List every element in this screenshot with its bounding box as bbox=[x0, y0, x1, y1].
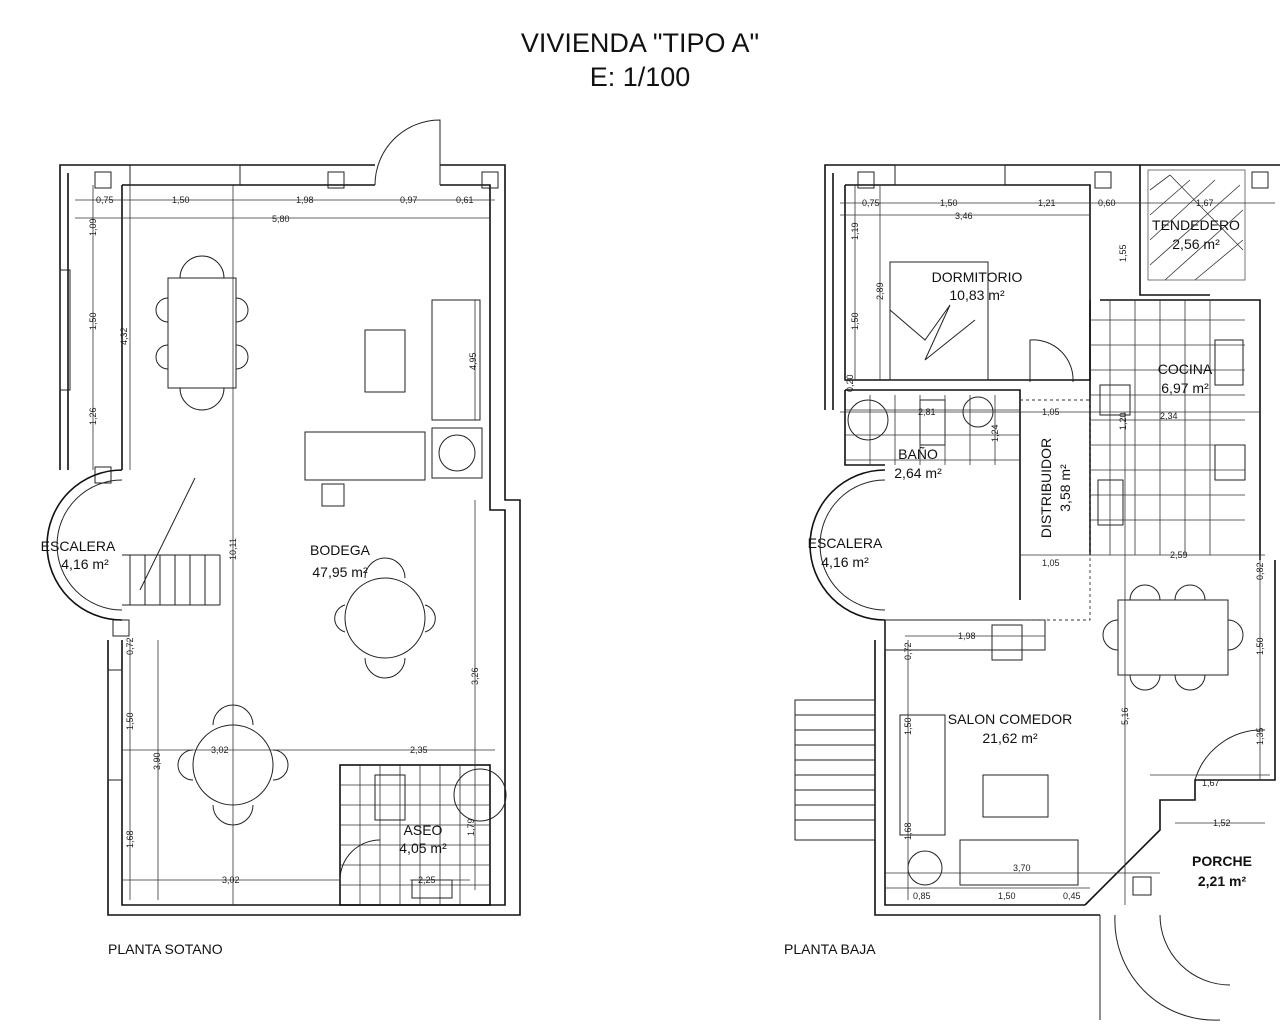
dimension-label: 2,89 bbox=[875, 282, 885, 300]
dimension-label: 0,75 bbox=[96, 195, 114, 205]
dimension-label: 5,16 bbox=[1120, 707, 1130, 725]
room-name: TENDEDERO bbox=[1152, 217, 1240, 233]
room-name: PORCHE bbox=[1192, 853, 1252, 869]
dimension-label: 0,97 bbox=[400, 195, 418, 205]
dimension-label: 5,80 bbox=[272, 214, 290, 224]
dimension-label: 3,26 bbox=[470, 667, 480, 685]
room-area: 2,64 m² bbox=[894, 465, 942, 481]
dimension-labels: 0,75 1,50 1,21 0,60 1,67 3,46 1,19 1,55 … bbox=[845, 198, 1265, 901]
dimension-label: 1,50 bbox=[172, 195, 190, 205]
dimension-label: 10,11 bbox=[228, 538, 238, 560]
room-name: DORMITORIO bbox=[932, 269, 1023, 285]
room-area: 4,16 m² bbox=[821, 554, 869, 570]
dimension-label: 1,50 bbox=[903, 717, 913, 735]
dimension-label: 1,79 bbox=[466, 818, 476, 836]
room-name: COCINA bbox=[1158, 361, 1213, 377]
dimension-label: 2,35 bbox=[410, 745, 428, 755]
room-labels: DORMITORIO 10,83 m² TENDEDERO 2,56 m² CO… bbox=[808, 217, 1252, 889]
dimension-label: 1,98 bbox=[296, 195, 314, 205]
dimension-label: 0,45 bbox=[1063, 891, 1081, 901]
dimension-label: 4,95 bbox=[468, 352, 478, 370]
dimension-label: 1,24 bbox=[990, 424, 1000, 442]
room-name: ESCALERA bbox=[808, 535, 883, 551]
dimension-label: 3,02 bbox=[211, 745, 229, 755]
plan-label-baja: PLANTA BAJA bbox=[784, 941, 876, 957]
staircase bbox=[46, 469, 221, 621]
dimension-label: 1,20 bbox=[1118, 412, 1128, 430]
dimension-label: 4,32 bbox=[119, 327, 129, 345]
dimension-label: 0,60 bbox=[1098, 198, 1116, 208]
dimension-label: 1,35 bbox=[1255, 727, 1265, 745]
room-area: 2,56 m² bbox=[1172, 236, 1220, 252]
dimension-label: 2,59 bbox=[1170, 550, 1188, 560]
dimension-label: 1,68 bbox=[125, 830, 135, 848]
dimension-label: 1,55 bbox=[1118, 244, 1128, 262]
walls bbox=[59, 119, 521, 916]
dimension-labels: 0,75 1,50 1,98 0,97 0,61 5,80 1,09 1,50 … bbox=[88, 195, 480, 885]
dimension-label: 3,70 bbox=[1013, 863, 1031, 873]
furniture bbox=[845, 261, 1266, 1021]
distribuidor-outline bbox=[1020, 399, 1091, 621]
room-name: DISTRIBUIDOR bbox=[1038, 438, 1054, 538]
room-area: 4,16 m² bbox=[61, 556, 109, 572]
room-name: ASEO bbox=[404, 822, 443, 838]
dimension-label: 1,19 bbox=[850, 222, 860, 240]
plan-sotano: 0,75 1,50 1,98 0,97 0,61 5,80 1,09 1,50 … bbox=[41, 119, 521, 916]
dimension-label: 1,50 bbox=[998, 891, 1016, 901]
room-labels: BODEGA 47,95 m² ESCALERA 4,16 m² ASEO 4,… bbox=[41, 538, 447, 856]
dimension-label: 0,20 bbox=[845, 374, 855, 392]
room-area: 4,05 m² bbox=[399, 840, 447, 856]
dimension-label: 1,05 bbox=[1042, 407, 1060, 417]
room-area: 47,95 m² bbox=[312, 564, 368, 580]
dimension-label: 1,50 bbox=[1255, 637, 1265, 655]
furniture bbox=[155, 255, 483, 826]
dimension-label: 1,50 bbox=[125, 712, 135, 730]
dimension-label: 1,98 bbox=[958, 631, 976, 641]
dimension-label: 1,67 bbox=[1196, 198, 1214, 208]
dimension-label: 3,90 bbox=[152, 752, 162, 770]
drawing-scale: E: 1/100 bbox=[589, 62, 691, 92]
dimension-label: 0,61 bbox=[456, 195, 474, 205]
dimension-lines bbox=[75, 185, 495, 905]
dimension-label: 1,50 bbox=[850, 312, 860, 330]
room-area: 2,21 m² bbox=[1198, 873, 1247, 889]
drawing-title: VIVIENDA "TIPO A" bbox=[520, 28, 760, 58]
dimension-label: 1,50 bbox=[940, 198, 958, 208]
dimension-label: 1,26 bbox=[88, 407, 98, 425]
dimension-label: 2,25 bbox=[418, 875, 436, 885]
room-area: 21,62 m² bbox=[982, 730, 1038, 746]
dimension-label: 1,67 bbox=[1202, 778, 1220, 788]
dimension-label: 1,50 bbox=[88, 312, 98, 330]
dimension-lines bbox=[840, 185, 1275, 905]
dimension-label: 3,46 bbox=[955, 211, 973, 221]
room-name: ESCALERA bbox=[41, 538, 116, 554]
dimension-label: 0,72 bbox=[903, 642, 913, 660]
dimension-label: 1,05 bbox=[1042, 558, 1060, 568]
room-name: BAÑO bbox=[898, 446, 938, 462]
dimension-label: 2,81 bbox=[918, 407, 936, 417]
plan-label-sotano: PLANTA SOTANO bbox=[108, 941, 223, 957]
dimension-label: 0,72 bbox=[125, 637, 135, 655]
dimension-label: 2,34 bbox=[1160, 411, 1178, 421]
aseo-room bbox=[339, 764, 507, 906]
dimension-label: 1,21 bbox=[1038, 198, 1056, 208]
room-name: BODEGA bbox=[310, 542, 371, 558]
walls bbox=[794, 164, 1280, 916]
dimension-label: 1,09 bbox=[88, 218, 98, 236]
room-area: 10,83 m² bbox=[949, 287, 1005, 303]
dimension-label: 0,85 bbox=[913, 891, 931, 901]
plan-baja: 0,75 1,50 1,21 0,60 1,67 3,46 1,19 1,55 … bbox=[794, 164, 1280, 1021]
dimension-label: 1,52 bbox=[1213, 818, 1231, 828]
dimension-label: 1,68 bbox=[903, 822, 913, 840]
room-area: 6,97 m² bbox=[1161, 380, 1209, 396]
room-area: 3,58 m² bbox=[1057, 464, 1073, 512]
tendedero-hatch bbox=[1147, 169, 1246, 281]
dimension-label: 3,02 bbox=[222, 875, 240, 885]
dimension-label: 0,82 bbox=[1255, 562, 1265, 580]
dimension-label: 0,75 bbox=[862, 198, 880, 208]
room-name: SALON COMEDOR bbox=[948, 711, 1072, 727]
